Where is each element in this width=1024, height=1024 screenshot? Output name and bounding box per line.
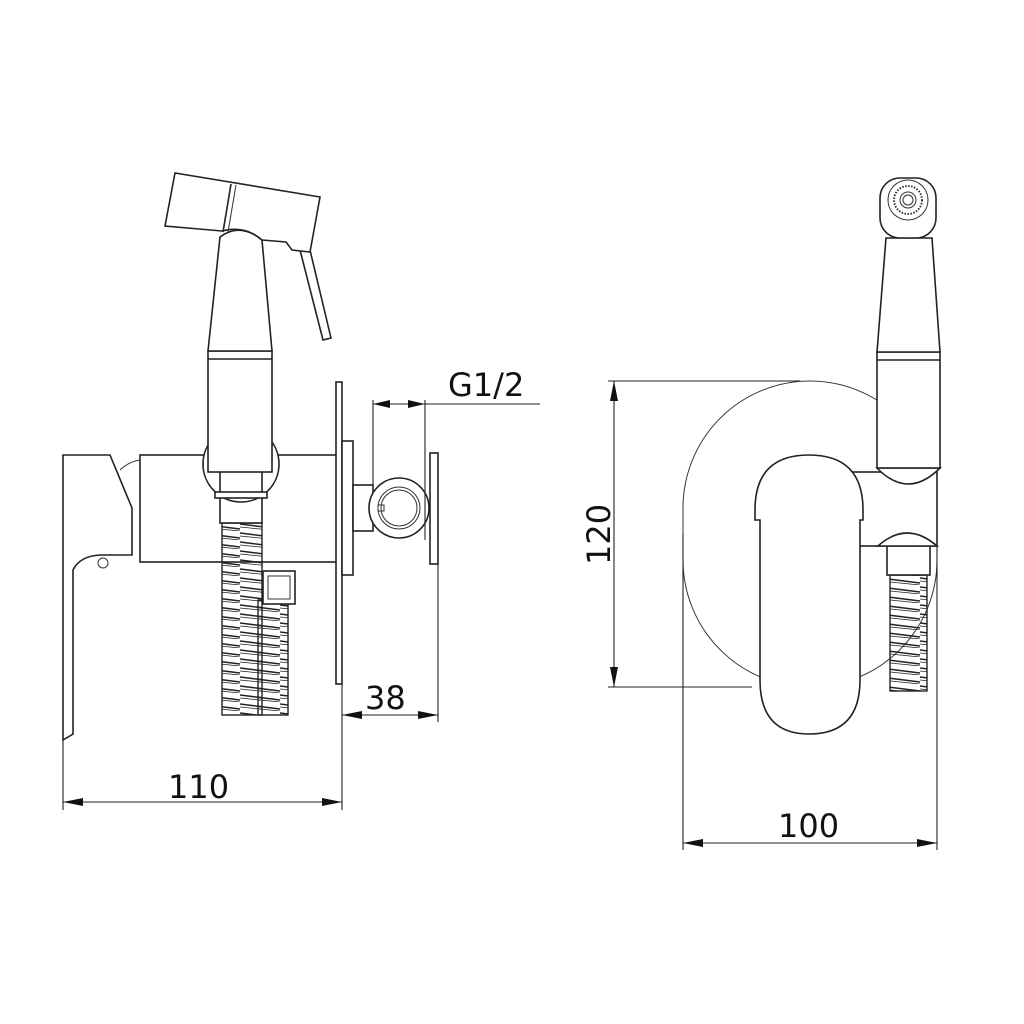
handset-neck [207, 229, 273, 352]
front-width-dimension: 100 [682, 534, 938, 850]
depth-label: 38 [365, 679, 406, 717]
height-dimension: 120 [580, 380, 800, 688]
depth-dimension: 38 [341, 564, 439, 722]
front-handset-grip [876, 351, 941, 469]
lever-screw [97, 557, 109, 569]
holder-bracket [429, 452, 439, 565]
handset-lever [298, 249, 332, 341]
side-view: G1/2 38 110 [62, 172, 540, 810]
hose-main [221, 522, 263, 716]
handset-head [164, 172, 321, 253]
mixer-lever-front [754, 454, 864, 735]
height-label: 120 [580, 504, 618, 565]
handset-grip [207, 350, 273, 473]
body-joint [119, 459, 141, 471]
mixer-lever-side [62, 454, 133, 742]
front-width-label: 100 [778, 807, 839, 845]
side-width-label: 110 [168, 768, 229, 806]
wall-plate [335, 381, 343, 685]
plate-flange [341, 440, 354, 576]
spray-nozzle [879, 177, 937, 239]
front-view: 120 100 [580, 177, 942, 850]
front-hose [889, 574, 928, 692]
side-width-dimension: 110 [62, 722, 343, 810]
thread-size-label: G1/2 [448, 366, 524, 404]
hose-fitting [886, 545, 931, 576]
front-handset-neck [876, 237, 941, 353]
thread-dimension: G1/2 [372, 366, 540, 540]
